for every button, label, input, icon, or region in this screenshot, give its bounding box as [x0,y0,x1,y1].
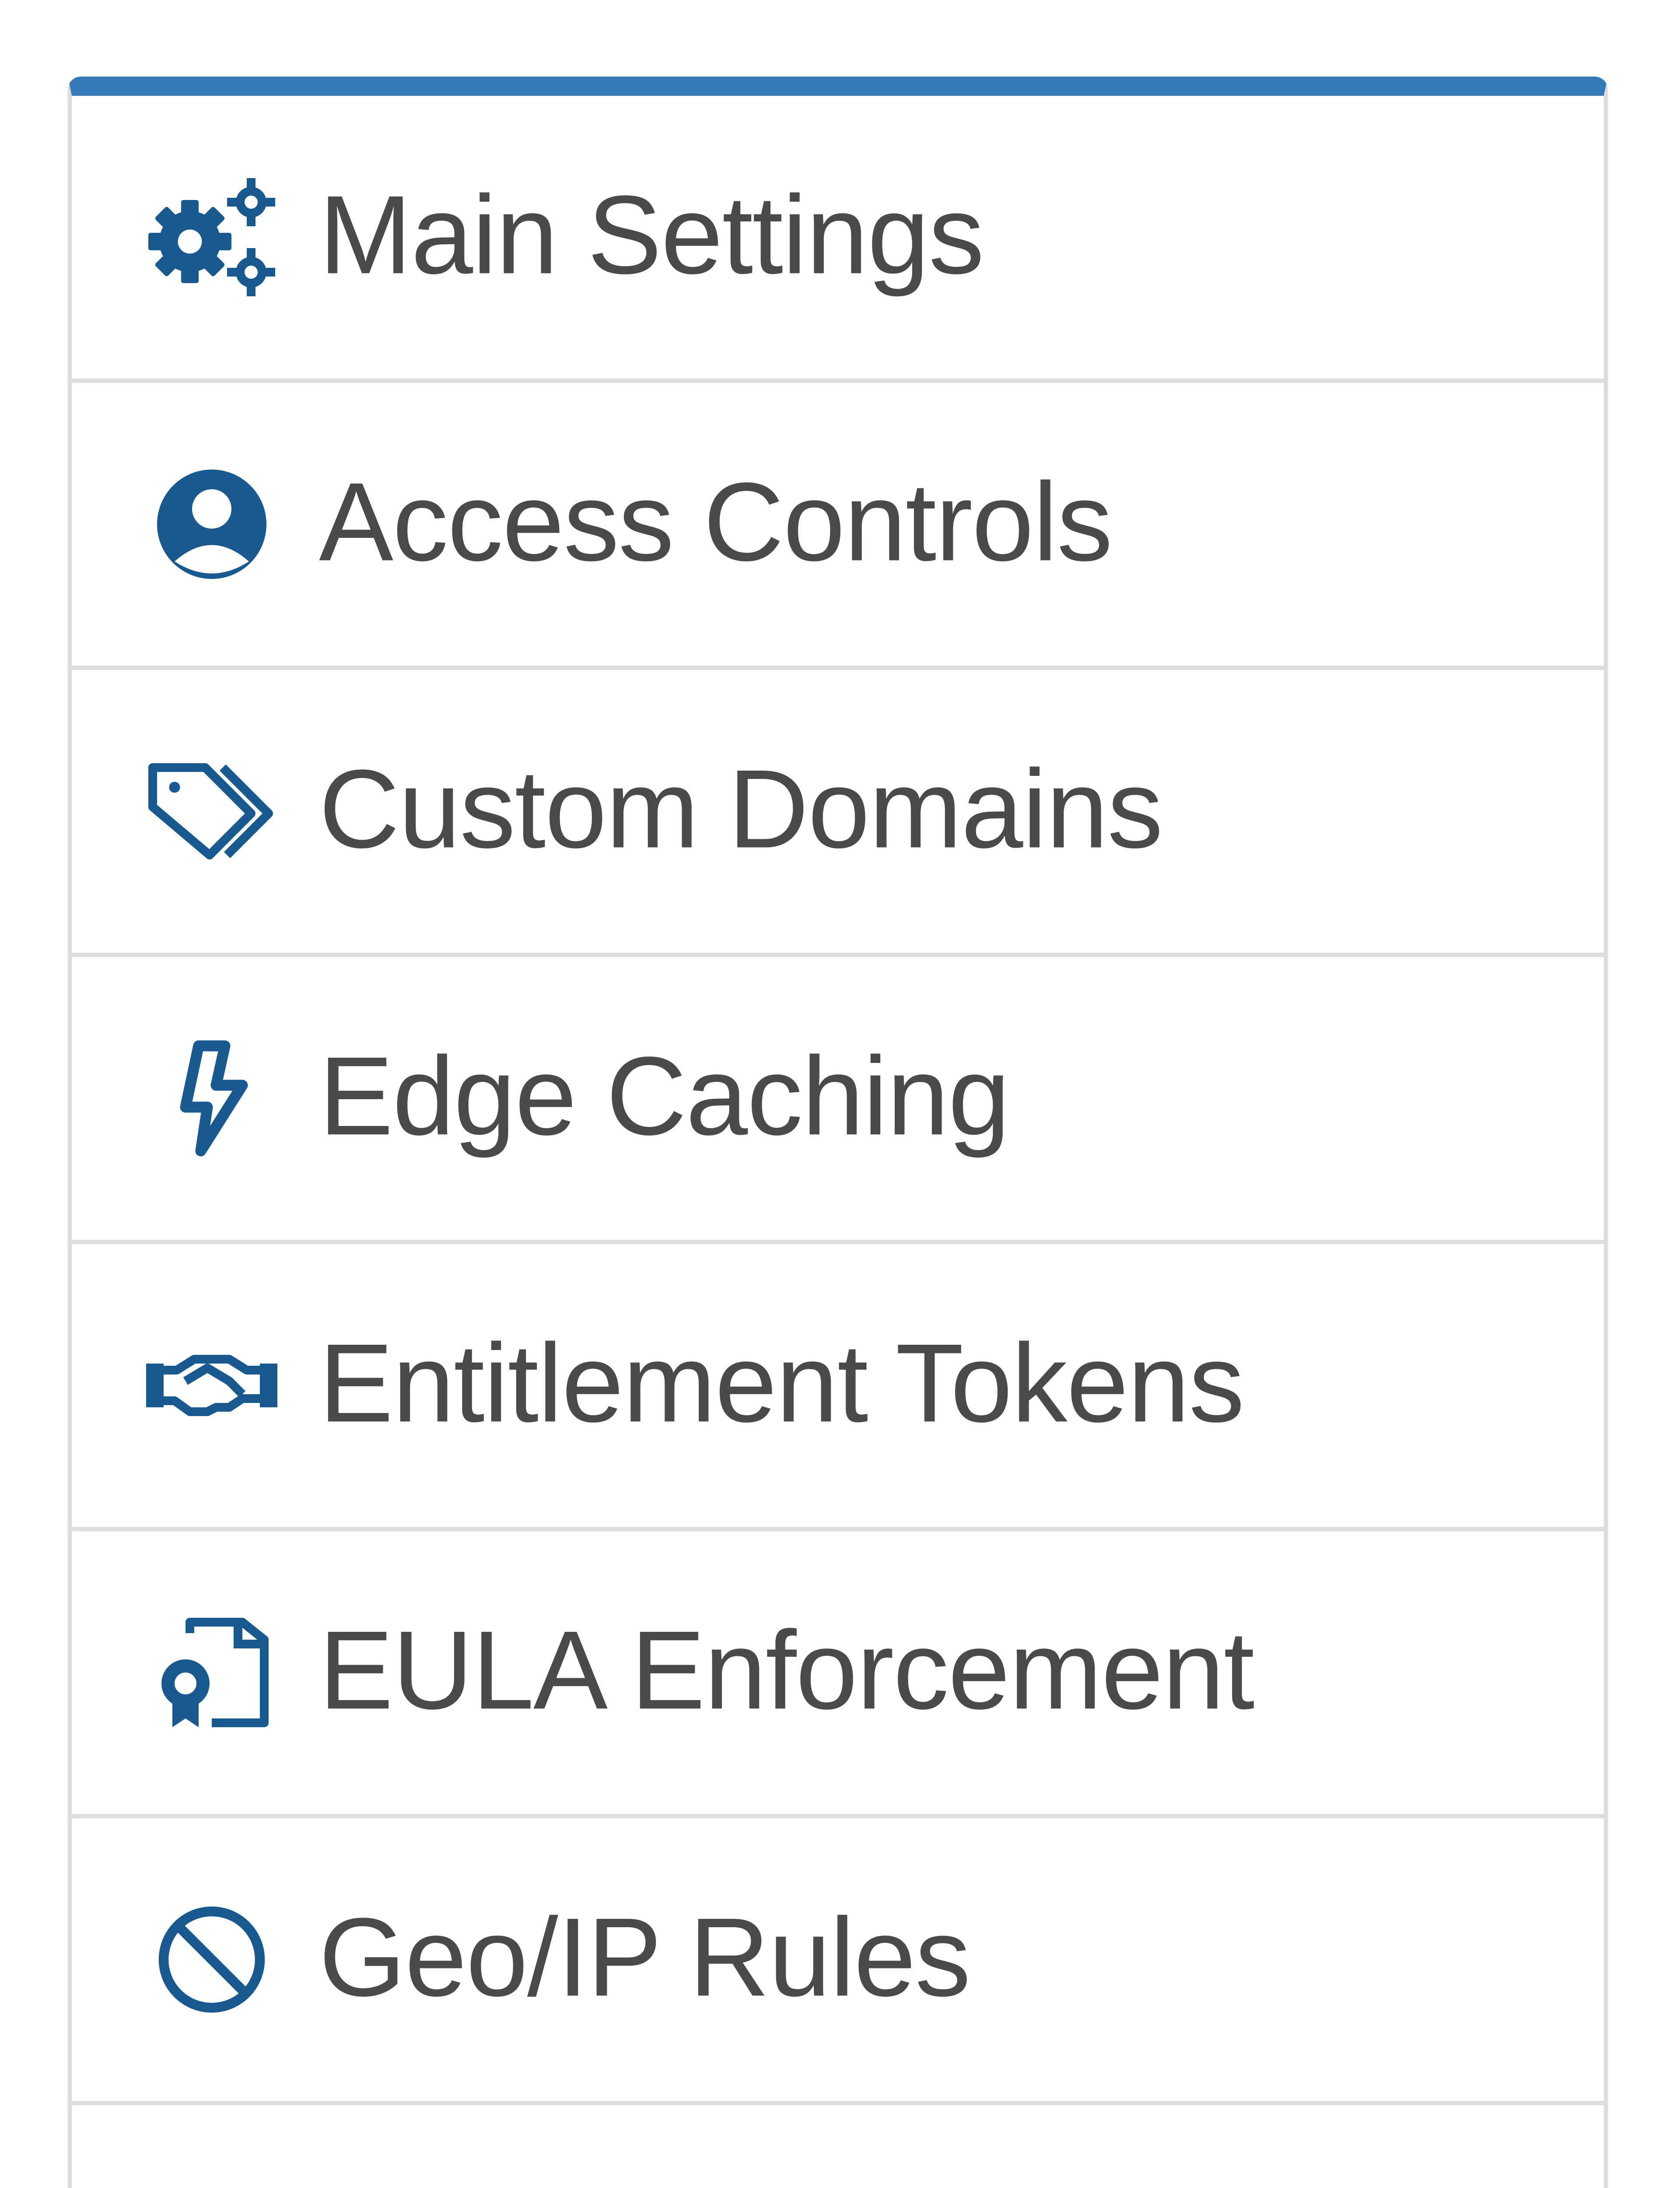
menu-item-geo-ip-rules[interactable]: Geo/IP Rules [72,1818,1604,2105]
menu-item-retention-rules[interactable]: Retention Rules [72,2105,1604,2188]
menu-item-custom-domains[interactable]: Custom Domains [72,670,1604,957]
menu-item-label: Main Settings [319,172,984,298]
settings-menu: Main Settings Access Controls Custom Dom… [68,77,1608,2188]
tags-icon [137,737,286,886]
recycle-icon [137,2172,286,2188]
menu-item-main-settings[interactable]: Main Settings [72,96,1604,383]
file-certificate-icon [137,1598,286,1747]
gears-icon [137,163,286,312]
menu-item-eula-enforcement[interactable]: EULA Enforcement [72,1531,1604,1818]
menu-item-access-controls[interactable]: Access Controls [72,383,1604,670]
menu-item-label: EULA Enforcement [319,1608,1255,1733]
menu-item-label: Edge Caching [319,1034,1010,1159]
menu-item-label: Entitlement Tokens [319,1321,1245,1446]
ban-icon [137,1885,286,2034]
menu-item-label: Custom Domains [319,747,1163,872]
bolt-icon [137,1024,286,1173]
handshake-icon [137,1311,286,1460]
user-circle-icon [137,450,286,599]
menu-item-entitlement-tokens[interactable]: Entitlement Tokens [72,1244,1604,1531]
menu-item-edge-caching[interactable]: Edge Caching [72,957,1604,1244]
menu-item-label: Geo/IP Rules [319,1895,971,2020]
menu-item-label: Access Controls [319,459,1113,585]
